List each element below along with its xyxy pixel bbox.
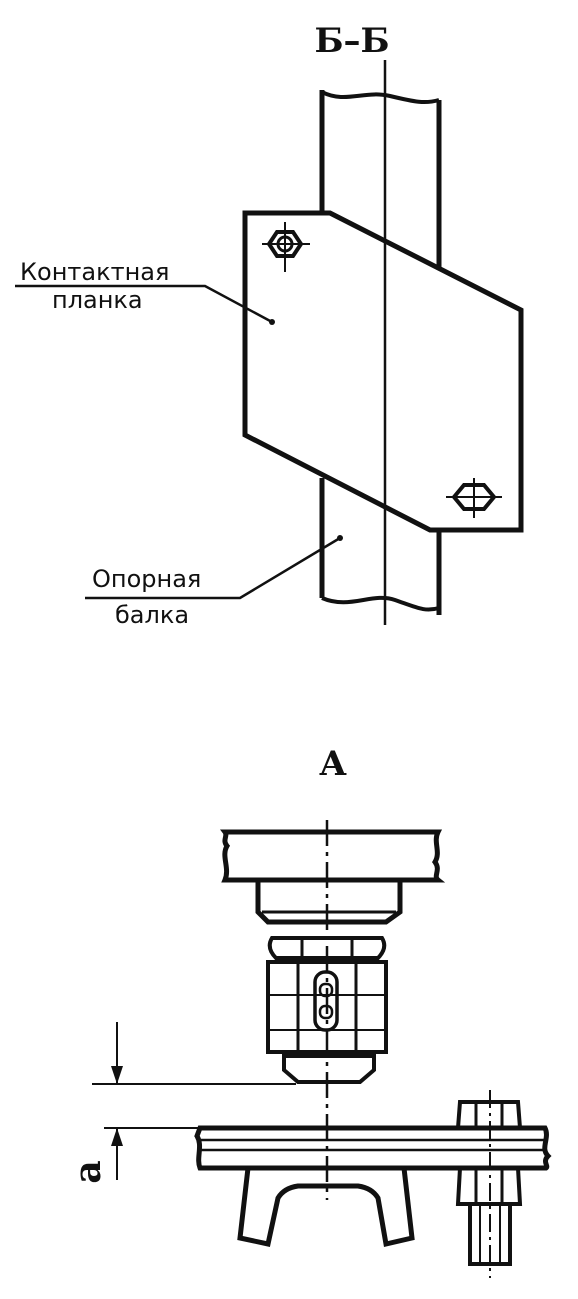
support-beam-label-line1: Опорная <box>92 565 201 593</box>
right-bolt-icon <box>455 1090 523 1278</box>
dimension-label: а <box>67 1160 109 1183</box>
section-title: Б–Б <box>314 21 389 61</box>
bolt-bottom-icon <box>446 478 502 518</box>
support-beam <box>319 90 442 615</box>
contact-plate-label-line2: планка <box>52 286 143 314</box>
contact-plate-label: Контактная планка <box>15 258 275 325</box>
support-beam-label: Опорная балка <box>85 535 343 629</box>
collar <box>255 880 403 925</box>
electrode-tip <box>282 1054 376 1084</box>
view-a: а <box>67 820 552 1278</box>
top-bar <box>220 829 446 883</box>
view-a-support-beam <box>237 1167 415 1248</box>
gap-dimension: а <box>67 1022 296 1184</box>
nut-stack <box>266 936 388 1054</box>
view-title: А <box>319 744 347 784</box>
contact-plate-label-line1: Контактная <box>20 258 169 286</box>
support-beam-label-line2: балка <box>115 601 189 629</box>
bolt-top-icon <box>262 222 310 272</box>
view-a-contact-plate <box>194 1125 552 1171</box>
section-bb-view: Контактная планка Опорная балка <box>15 60 524 629</box>
contact-plate <box>242 210 524 533</box>
